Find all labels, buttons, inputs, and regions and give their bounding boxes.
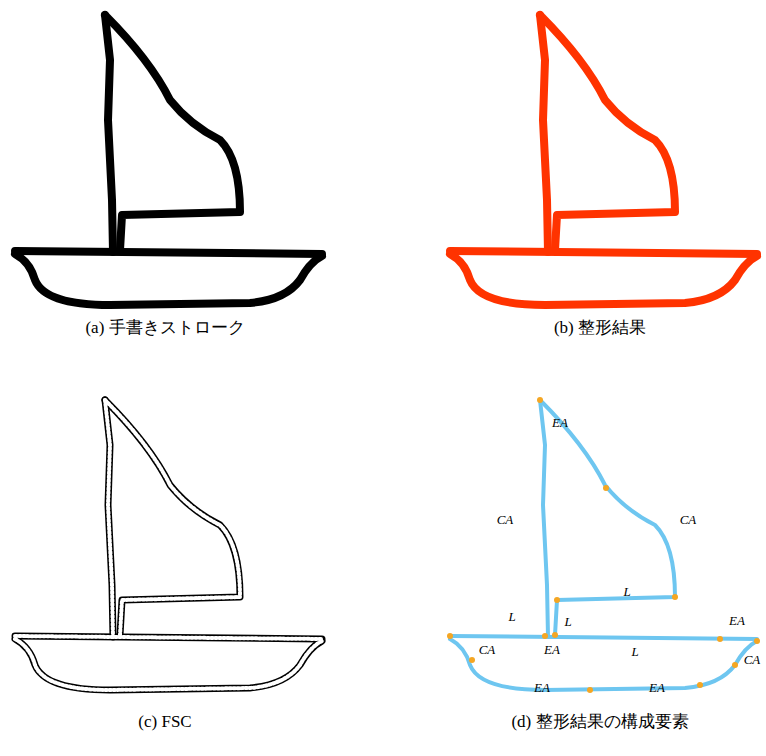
figure-caption: (d) 整形結果の構成要素 (511, 712, 688, 732)
figure-caption: (a) 手書きストローク (85, 318, 244, 338)
handdrawn-boat (15, 15, 322, 305)
component-boat (450, 400, 757, 690)
fsc-boat (15, 400, 322, 690)
component-label: CA (678, 512, 699, 528)
component-label: CA (495, 512, 516, 528)
component-label: EA (727, 613, 747, 629)
component-label: CA (742, 652, 763, 668)
component-label: L (621, 584, 632, 600)
component-label: EA (647, 680, 667, 696)
component-label: L (506, 609, 517, 625)
component-label: EA (532, 680, 552, 696)
component-label: L (629, 644, 640, 660)
component-label: EA (542, 642, 562, 658)
segment-joints (447, 397, 760, 693)
component-label: CA (477, 642, 498, 658)
figure-caption: (b) 整形結果 (554, 318, 646, 338)
component-label: L (562, 614, 573, 630)
beautified-boat (450, 15, 757, 305)
figure-caption: (c) FSC (138, 712, 191, 732)
component-label: EA (550, 415, 570, 431)
